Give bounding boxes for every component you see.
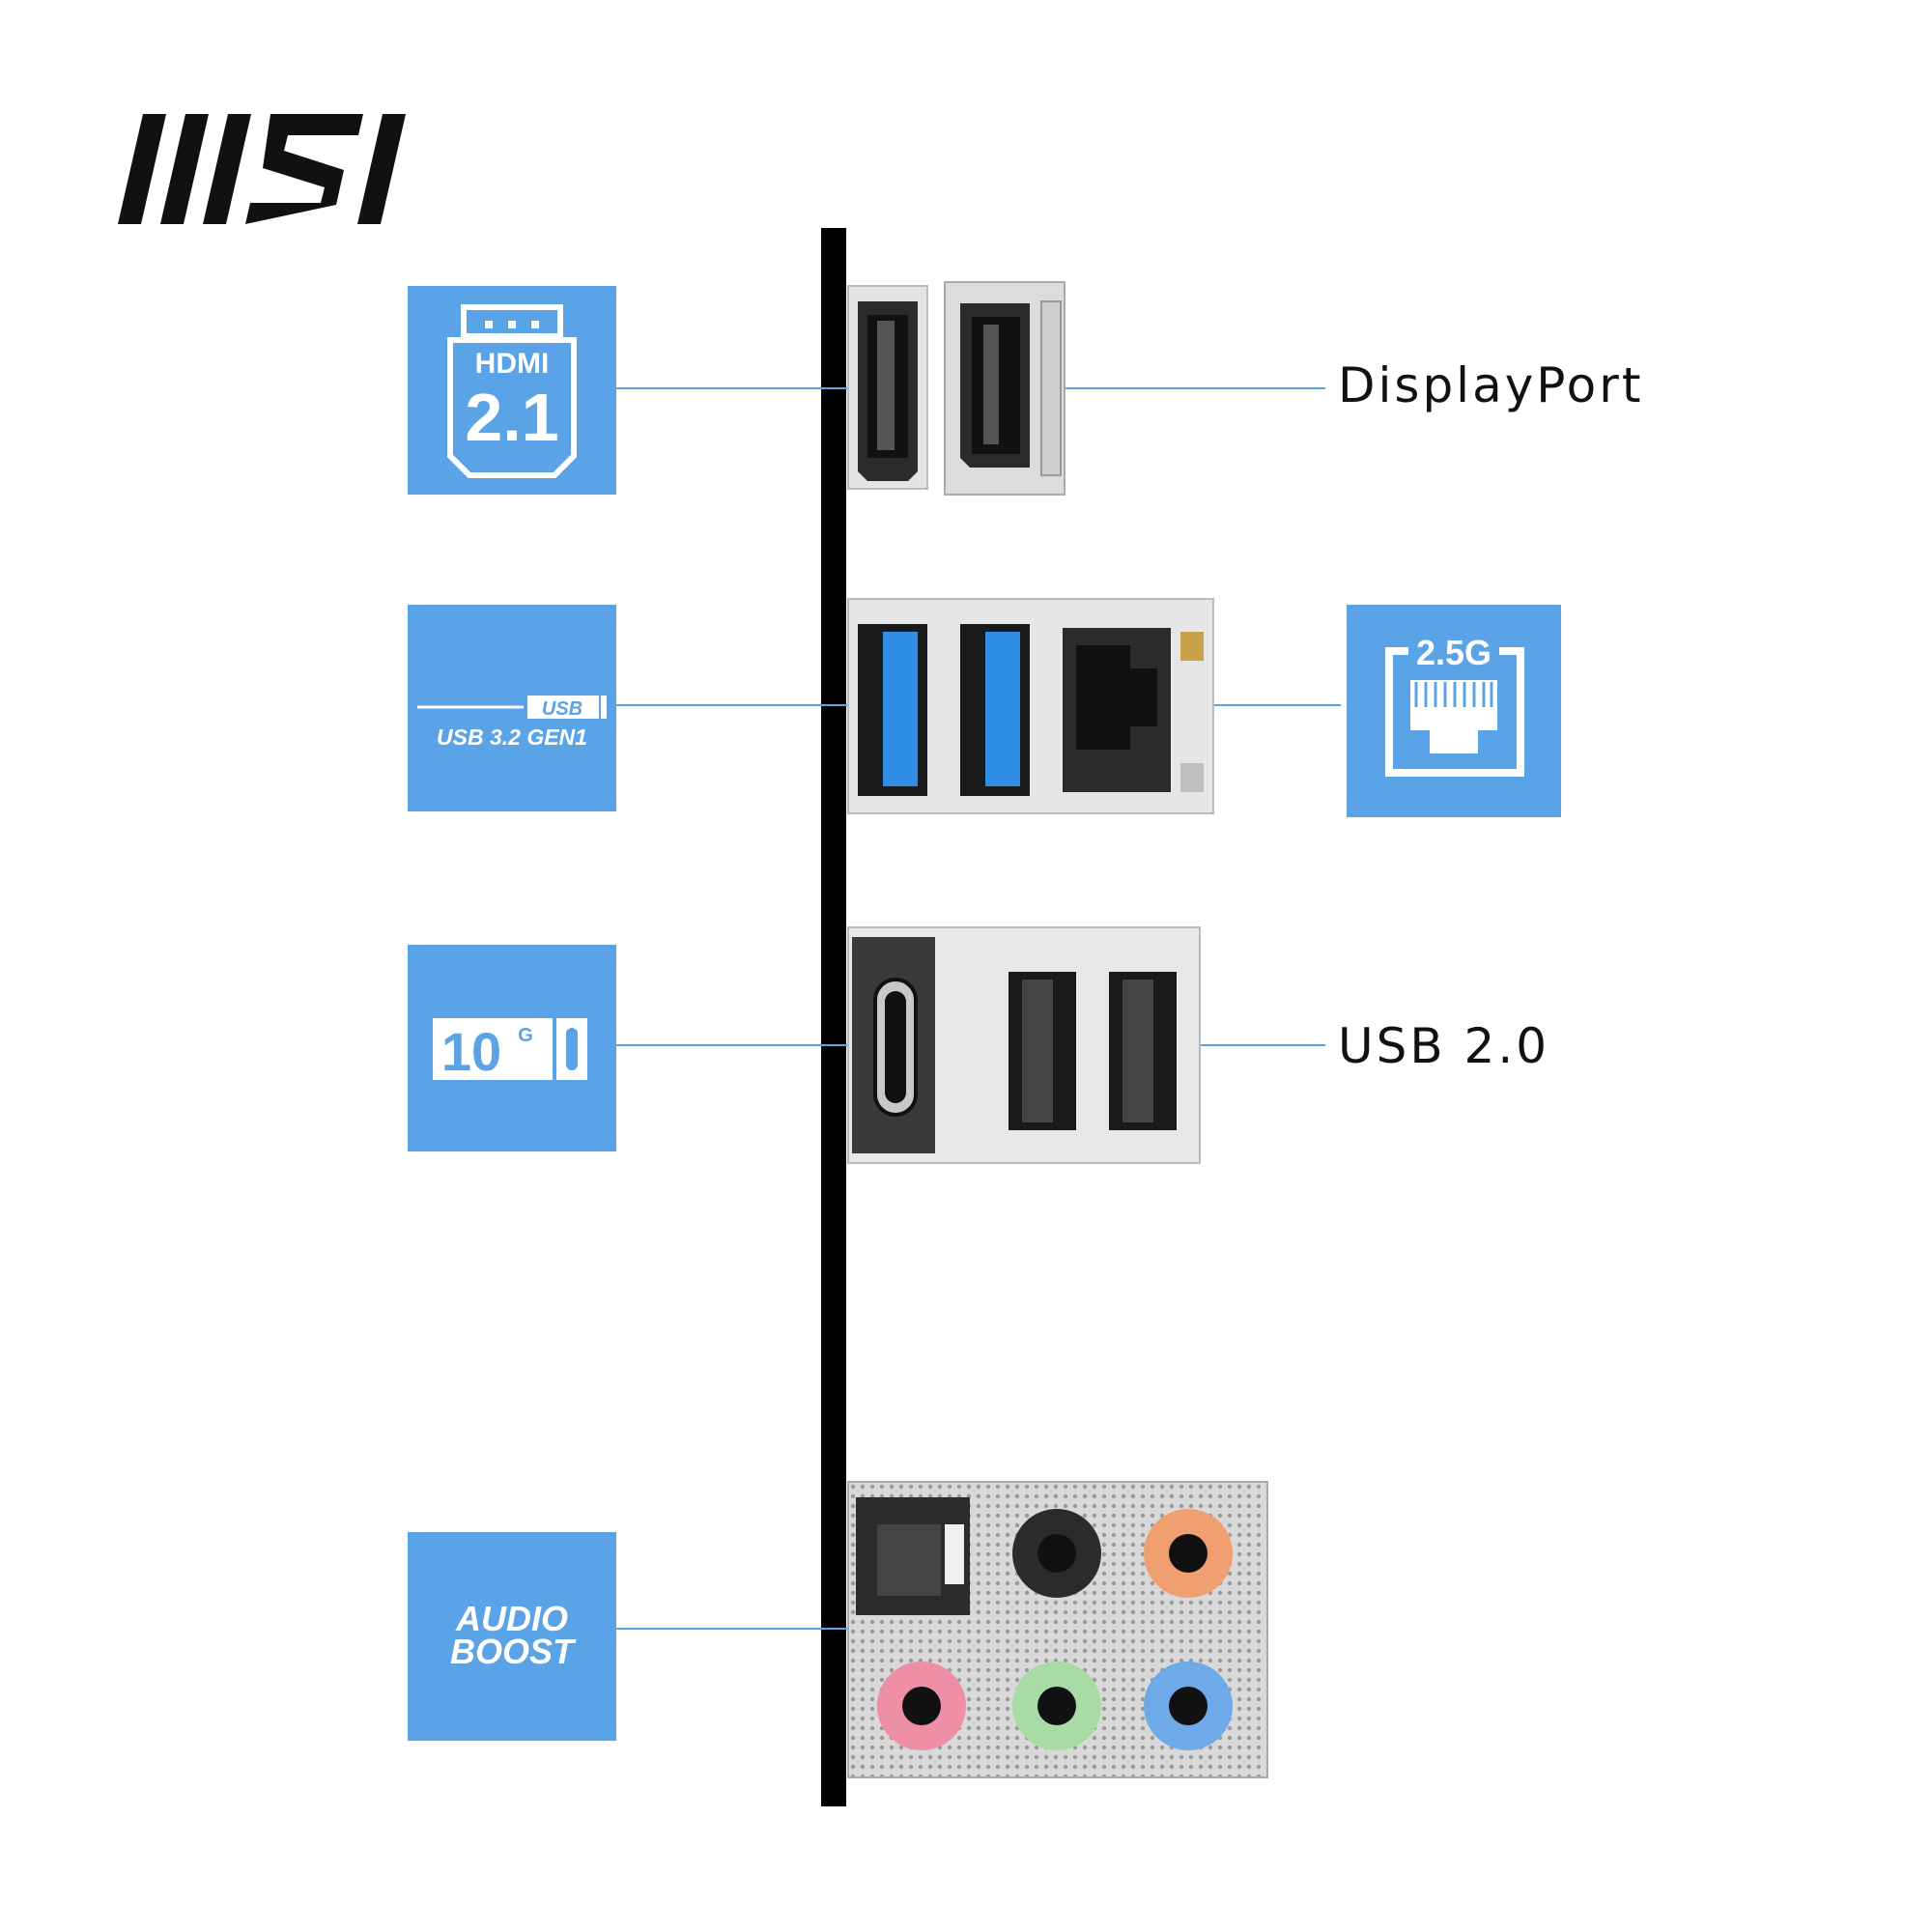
hdmi-port: [858, 301, 918, 481]
usb32-badge-bottom: USB 3.2 GEN1: [437, 724, 587, 750]
msi-logo: [116, 114, 493, 228]
usb10g-unit: G: [518, 1025, 533, 1046]
optical-spdif-port: [856, 1497, 970, 1615]
usb32-port-2: [960, 624, 1030, 796]
usb10g-speed: 10: [441, 1021, 501, 1082]
usbc-usb20-block: [847, 926, 1201, 1164]
displayport-port: [960, 300, 1062, 476]
lan-badge: 2.5G: [1347, 605, 1561, 817]
msi-logo-icon: [118, 114, 406, 224]
ethernet-jack-icon: 2.5G: [1385, 633, 1524, 777]
usb32-badge-top: USB: [542, 698, 582, 720]
usb10g-badge: 10 G: [408, 945, 616, 1151]
lan-speed: 2.5G: [1416, 633, 1492, 672]
video-port-block: [847, 281, 1065, 496]
lan-port: [1063, 628, 1204, 792]
hdmi-badge-bottom: 2.1: [465, 380, 558, 455]
audio-jack-blue: [1144, 1662, 1233, 1750]
audio-jack-black: [1012, 1509, 1101, 1598]
usb32-lan-block: [847, 598, 1214, 814]
usb-c-icon: 10 G: [433, 1018, 587, 1082]
audio-boost-icon: AUDIO BOOST: [450, 1599, 577, 1671]
usb-c-port: [852, 937, 935, 1153]
usb20-port-2: [1109, 972, 1177, 1130]
displayport-label: DisplayPort: [1338, 357, 1644, 413]
hdmi-badge: HDMI 2.1: [408, 286, 616, 495]
usb-logo-icon: USB USB 3.2 GEN1: [417, 696, 607, 750]
audio-block: [847, 1481, 1268, 1778]
rear-panel-divider: [821, 228, 846, 1806]
audio-boost-badge: AUDIO BOOST: [408, 1532, 616, 1741]
audio-boost-line2: BOOST: [450, 1632, 577, 1671]
usb32-badge: USB USB 3.2 GEN1: [408, 605, 616, 811]
audio-jack-green: [1012, 1662, 1101, 1750]
audio-jack-orange: [1144, 1509, 1233, 1598]
usb32-port-1: [858, 624, 927, 796]
hdmi-connector-icon: HDMI 2.1: [447, 304, 577, 478]
audio-boost-line1: AUDIO: [455, 1599, 568, 1638]
usb20-label: USB 2.0: [1338, 1018, 1550, 1074]
audio-jack-pink: [877, 1662, 966, 1750]
usb20-port-1: [1009, 972, 1076, 1130]
hdmi-badge-top: HDMI: [475, 348, 550, 380]
